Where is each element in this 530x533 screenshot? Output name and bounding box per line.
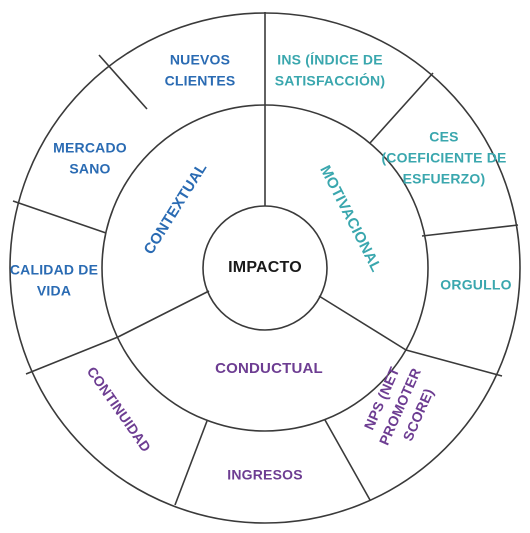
outer-divider-3: [369, 72, 434, 144]
outer-label-orgullo: ORGULLO: [440, 277, 511, 293]
outer-divider-4: [421, 224, 519, 237]
svg-text:ORGULLO: ORGULLO: [440, 277, 511, 293]
outer-divider-6: [324, 419, 371, 501]
svg-text:ESFUERZO): ESFUERZO): [403, 171, 486, 187]
outer-divider-7: [174, 420, 208, 506]
category-conductual: CONDUCTUAL: [215, 360, 323, 377]
outer-label-ingresos: INGRESOS: [227, 467, 303, 483]
divider-conductual-contextual: [117, 290, 210, 338]
outer-label-ces: CES (COEFICIENTE DE ESFUERZO): [381, 129, 506, 187]
svg-text:MERCADO: MERCADO: [53, 140, 127, 156]
svg-text:INGRESOS: INGRESOS: [227, 467, 303, 483]
outer-label-ins: INS (ÍNDICE DE SATISFACCIÓN): [275, 52, 385, 89]
svg-text:(COEFICIENTE DE: (COEFICIENTE DE: [381, 150, 506, 166]
outer-divider-8: [25, 336, 119, 375]
svg-text:CES: CES: [429, 129, 458, 145]
svg-text:SANO: SANO: [69, 161, 110, 177]
svg-text:INS (ÍNDICE DE: INS (ÍNDICE DE: [277, 52, 382, 68]
svg-text:SATISFACCIÓN): SATISFACCIÓN): [275, 72, 385, 89]
svg-text:NUEVOS: NUEVOS: [170, 52, 230, 68]
outer-label-nps: NPS (NET PROMOTER SCORE): [361, 364, 437, 447]
outer-label-mercado-sano: MERCADO SANO: [53, 140, 127, 177]
svg-text:VIDA: VIDA: [37, 283, 71, 299]
outer-divider-5: [405, 349, 503, 377]
outer-divider-9: [12, 200, 107, 234]
outer-divider-1: [98, 54, 148, 110]
center-label: IMPACTO: [228, 259, 302, 276]
outer-label-nuevos-clientes: NUEVOS CLIENTES: [165, 52, 236, 89]
svg-text:CALIDAD DE: CALIDAD DE: [10, 262, 98, 278]
category-contextual: CONTEXTUAL: [141, 160, 211, 258]
outer-label-calidad-de-vida: CALIDAD DE VIDA: [10, 262, 98, 299]
svg-text:CLIENTES: CLIENTES: [165, 73, 236, 89]
divider-motivacional-conductual: [318, 295, 407, 351]
